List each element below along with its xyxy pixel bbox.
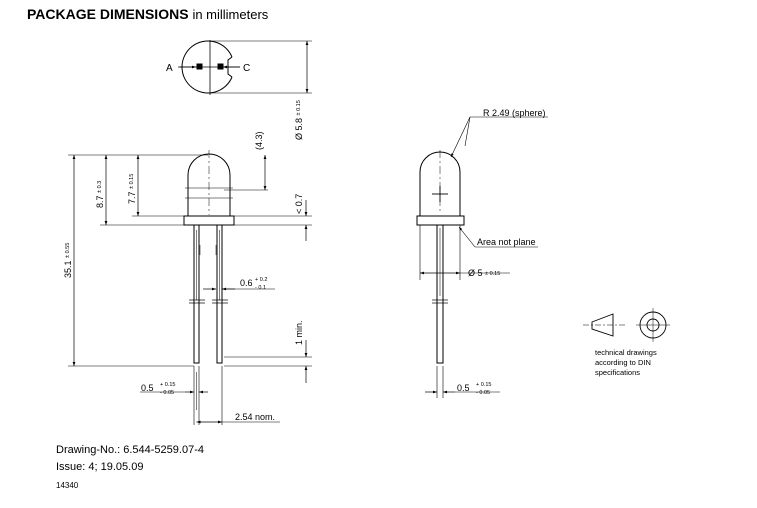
front-view	[416, 116, 548, 398]
dim-05-tol-minus: - 0.05	[160, 390, 174, 396]
dim-total-label: 35.1 ± 0.55	[63, 243, 73, 278]
lead-right	[216, 224, 223, 364]
page-title: PACKAGE DIMENSIONS in millimeters	[27, 6, 268, 22]
drawing-number: Drawing-No.: 6.544-5259.07-4	[56, 444, 204, 456]
din-note-line1: technical drawings	[595, 348, 657, 357]
front-dim-05-label: 0.5	[457, 383, 470, 393]
dia-outer-label: Ø 5.8 ± 0.15	[294, 100, 304, 140]
dim-05-tol-plus: + 0.15	[160, 382, 175, 388]
lead-left	[193, 224, 200, 364]
cathode-label: C	[243, 63, 250, 74]
anode-pad	[196, 63, 203, 70]
din-note-line2: according to DIN	[595, 358, 651, 367]
radius-label: R 2.49 (sphere)	[483, 108, 546, 118]
din-truncated-cone	[591, 313, 614, 337]
front-dia-label: Ø 5 ± 0.15	[468, 268, 500, 278]
side-view	[68, 150, 312, 425]
dim-lead-label: 0.6	[240, 278, 253, 288]
din-note-line3: specifications	[595, 368, 641, 377]
title-bold: PACKAGE DIMENSIONS	[27, 6, 189, 22]
front-dim-05-tol-plus: + 0.15	[476, 382, 491, 388]
title-rest: in millimeters	[192, 7, 269, 22]
dim-05-label: 0.5	[141, 383, 154, 393]
drawing-code: 14340	[56, 481, 79, 490]
din-projection-symbol	[583, 308, 670, 342]
front-lead	[436, 224, 444, 364]
dim-pitch-label: 2.54 nom.	[235, 412, 275, 422]
cathode-pad	[217, 63, 224, 70]
dim-1min-label: 1 min.	[294, 320, 304, 345]
dim-lead-tol-minus: - 0.1	[255, 285, 266, 291]
issue-info: Issue: 4; 19.05.09	[56, 461, 144, 473]
front-dim-05-tol-minus: - 0.05	[476, 390, 490, 396]
led-flange	[183, 215, 235, 226]
area-not-plane-label: Area not plane	[477, 237, 536, 247]
front-flange	[416, 215, 465, 226]
dim-lead-tol-plus: + 0.2	[255, 277, 267, 283]
dim-dome-label: (4.3)	[254, 131, 264, 150]
dim-flange-label: < 0.7	[294, 194, 304, 214]
top-view	[178, 40, 312, 95]
dim-87-label: 8.7 ± 0.3	[95, 181, 105, 208]
dim-77-label: 7.7 ± 0.15	[127, 174, 137, 204]
anode-label: A	[166, 63, 173, 74]
